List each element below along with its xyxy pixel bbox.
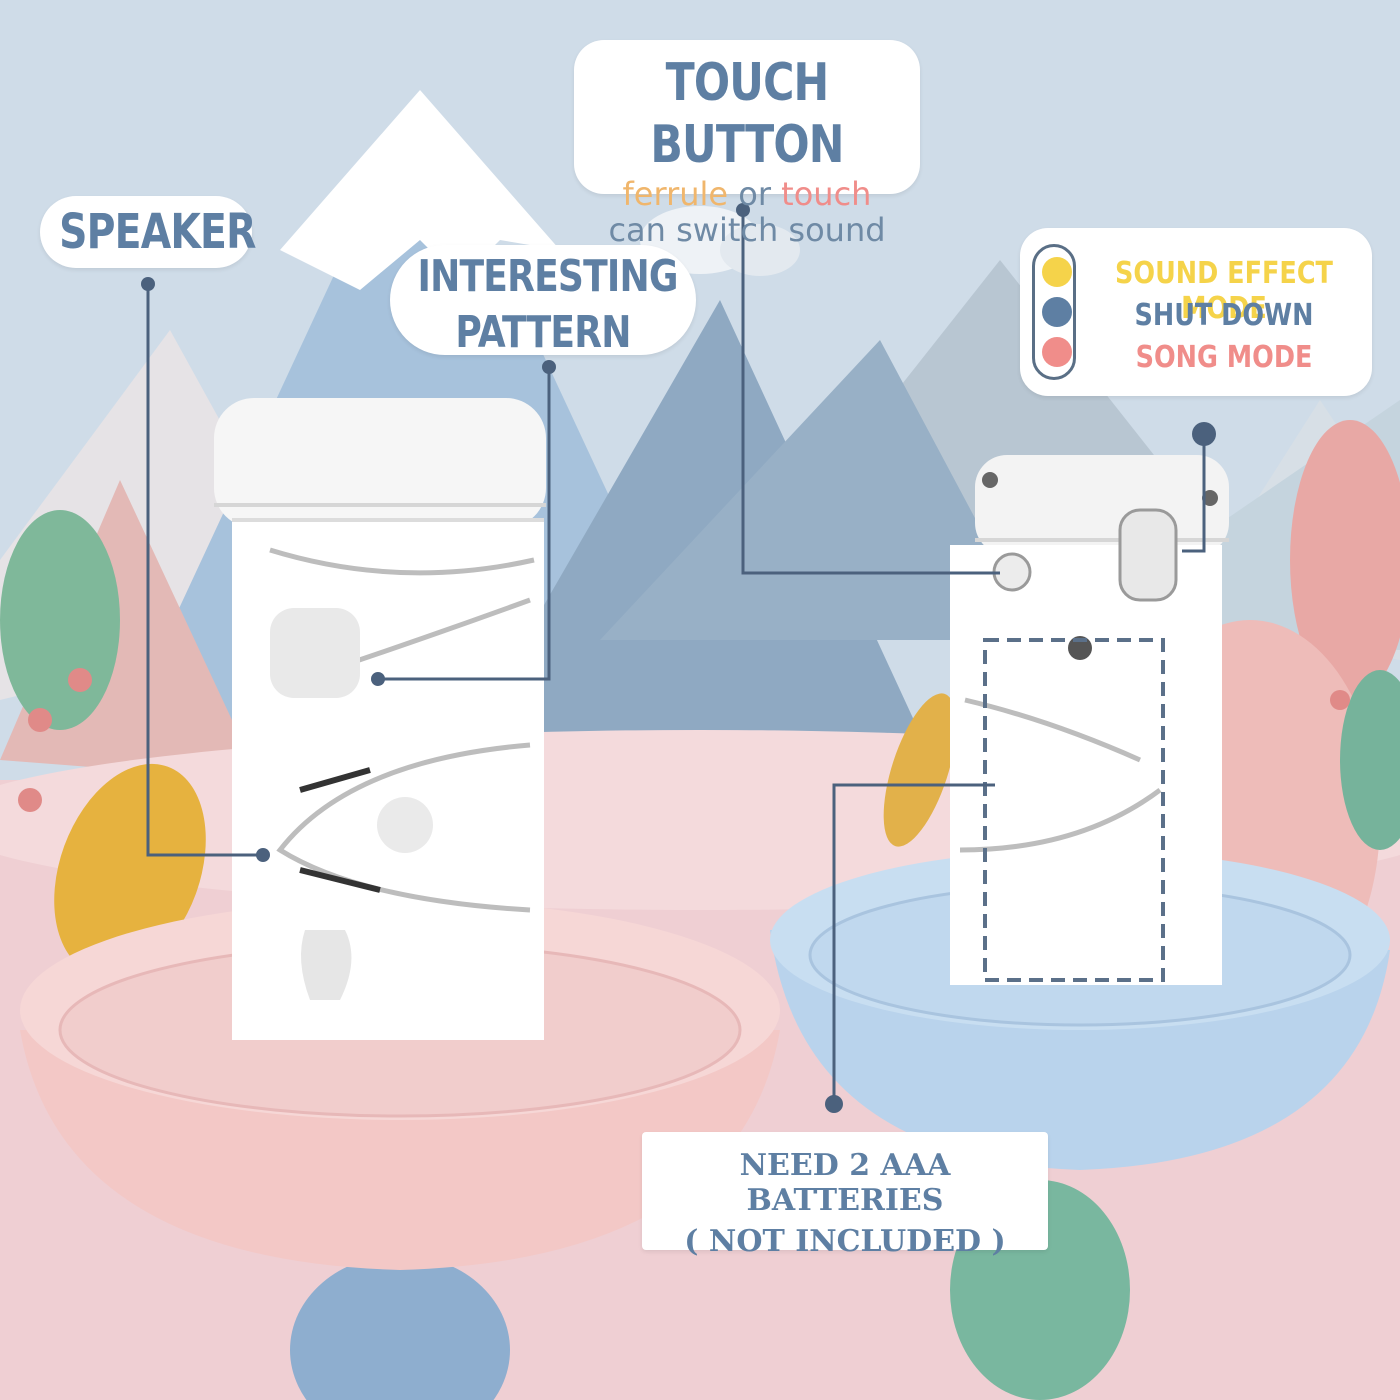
mode-switch-icon	[1032, 244, 1076, 380]
speaker-leader	[146, 284, 263, 857]
song-mode-dot-icon	[1042, 337, 1072, 367]
shut-down-dot-icon	[1042, 297, 1072, 327]
sound-effect-dot-icon	[1042, 257, 1072, 287]
touch-button-callout: TOUCH BUTTON ferrule or touch can switch…	[574, 40, 920, 248]
touch-button-line1: ferrule or touch	[574, 176, 920, 212]
word-or: or	[738, 175, 771, 213]
blue-toy	[770, 455, 1390, 1400]
pattern-label-line1: INTERESTING	[417, 251, 679, 302]
mode-sound-effect-label: SOUND EFFECT MODE	[1115, 256, 1333, 326]
pattern-leader	[378, 367, 551, 681]
battery-callout: NEED 2 AAA BATTERIES ( NOT INCLUDED )	[642, 1132, 1048, 1259]
pattern-callout: INTERESTING PATTERN	[390, 245, 696, 358]
mode-callout: SOUND EFFECT MODE SHUT DOWN SONG MODE	[1020, 228, 1372, 396]
touch-button-line2: can switch sound	[608, 211, 886, 249]
mode-song-label: SONG MODE	[1135, 340, 1313, 375]
word-touch: touch	[781, 175, 872, 213]
leader-lines	[146, 210, 1206, 1104]
touch-leader	[741, 210, 1000, 575]
battery-line2: ( NOT INCLUDED )	[684, 1224, 1006, 1259]
pink-toy	[20, 398, 780, 1400]
mode-leader	[1182, 434, 1206, 553]
speaker-callout: SPEAKER	[40, 196, 256, 268]
battery-leader	[832, 783, 995, 1104]
leader-dots	[141, 203, 1216, 1113]
battery-compartment-outline	[983, 638, 1165, 982]
word-ferrule: ferrule	[622, 175, 729, 213]
mode-shut-down-label: SHUT DOWN	[1134, 298, 1314, 333]
pattern-label-line2: PATTERN	[455, 307, 631, 358]
speaker-label: SPEAKER	[59, 204, 256, 260]
battery-line1: NEED 2 AAA BATTERIES	[739, 1148, 951, 1218]
touch-button-title: TOUCH BUTTON	[650, 53, 844, 175]
